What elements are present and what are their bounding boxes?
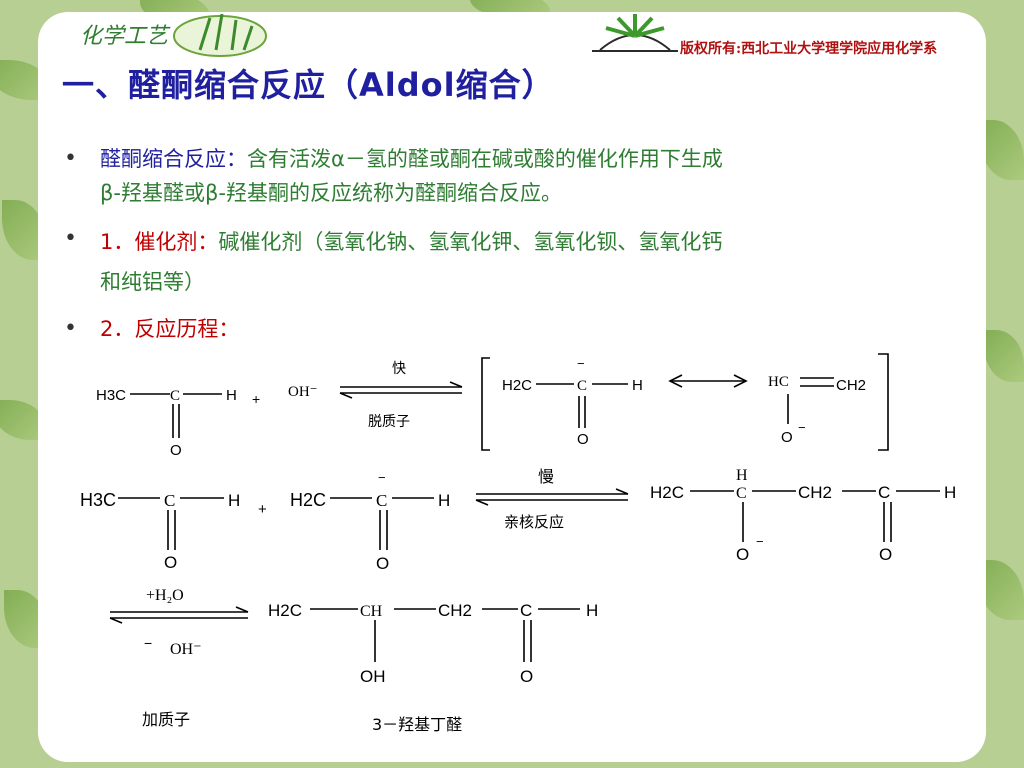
bullet-mechanism: 2．反应历程：: [100, 312, 239, 346]
product-oxygen: O: [520, 667, 533, 686]
catalyst-term: 催化剂：: [134, 230, 219, 254]
definition-line-2: β-羟基醛或β-羟基酮的反应统称为醛酮缩合反应。: [100, 181, 562, 205]
row2-enolate-ch2: H2C: [290, 490, 326, 510]
label-water: +H₂O: [146, 587, 184, 604]
product-carbonyl-c: C: [520, 601, 532, 620]
intermediate-oxide: O: [736, 545, 749, 564]
row2-carbon: C: [164, 491, 175, 510]
enolate-ch2: H2C: [502, 377, 532, 394]
label-deprotonation: 脱质子: [368, 414, 410, 430]
intermediate-oxide-charge: −: [756, 534, 764, 549]
intermediate-ch2: H2C: [650, 483, 684, 502]
bullet-marker: •: [64, 226, 77, 251]
intermediate-ch2-mid: CH2: [798, 483, 832, 502]
enolate-oxide-charge: −: [798, 420, 806, 435]
row2-enolate-oxygen: O: [376, 554, 389, 573]
row2-h: H: [228, 491, 240, 510]
definition-term: 醛酮缩合反应：: [100, 147, 247, 171]
reactant-carbonyl-carbon: C: [170, 388, 180, 404]
product-ch2-mid: CH2: [438, 601, 472, 620]
intermediate-carbonyl-c: C: [878, 483, 890, 502]
bullet-marker: •: [64, 316, 77, 341]
enolate-oxide: O: [781, 429, 793, 446]
row2-oxygen: O: [164, 553, 177, 572]
bullet-definition: 醛酮缩合反应：含有活泼α－氢的醛或酮在碱或酸的催化作用下生成 β-羟基醛或β-羟…: [100, 142, 980, 210]
row2-enolate-charge: −: [378, 470, 386, 485]
logo-left: 化学工艺: [80, 24, 169, 49]
mechanism-number: 2．: [100, 317, 135, 341]
logo-left-plant-icon: [173, 13, 267, 57]
catalyst-number: 1．: [100, 230, 135, 254]
enolate-h: H: [632, 377, 643, 394]
reactant-oxygen: O: [170, 442, 182, 459]
enolate-hc: HC: [768, 374, 789, 390]
catalyst-line-1: 碱催化剂（氢氧化钠、氢氧化钾、氢氧化钡、氢氧化钙: [218, 230, 723, 254]
label-hydroxide: OH⁻: [170, 641, 202, 658]
bullet-marker: •: [64, 146, 77, 171]
product-ch2: H2C: [268, 601, 302, 620]
reactant-methyl: H3C: [96, 387, 126, 404]
intermediate-carbon: C: [736, 485, 747, 502]
label-fast: 快: [392, 361, 406, 377]
enolate-carbon: C: [577, 378, 587, 394]
catalyst-line-2: 和纯铝等）: [100, 270, 205, 294]
reactant-aldehyde-h: H: [226, 387, 237, 404]
intermediate-h: H: [944, 483, 956, 502]
product-h: H: [586, 601, 598, 620]
label-protonation: 加质子: [142, 710, 190, 729]
row2-plus: +: [258, 501, 267, 518]
enolate-oxygen: O: [577, 431, 589, 448]
mechanism-term: 反应历程：: [134, 317, 240, 341]
label-nucleophilic: 亲核反应: [504, 513, 564, 531]
row2-methyl: H3C: [80, 490, 116, 510]
intermediate-carbonyl-o: O: [879, 545, 892, 564]
plus-sign: +: [252, 391, 260, 407]
enolate-charge: −: [577, 356, 585, 371]
row2-enolate-carbon: C: [376, 491, 387, 510]
product-ch: CH: [360, 603, 383, 620]
enolate-ch2-right: CH2: [836, 377, 866, 394]
label-slow: 慢: [538, 467, 554, 486]
intermediate-top-h: H: [736, 467, 748, 484]
bullet-catalyst: 1．催化剂：碱催化剂（氢氧化钠、氢氧化钾、氢氧化钡、氢氧化钙 和纯铝等）: [100, 222, 980, 302]
sunrise-logo-icon: [592, 14, 678, 52]
page-title: 一、醛酮缩合反应（Aldol缩合）: [62, 66, 555, 104]
product-name: 3－羟基丁醛: [372, 715, 462, 734]
definition-line-1: 含有活泼α－氢的醛或酮在碱或酸的催化作用下生成: [247, 147, 723, 171]
product-hydroxyl: OH: [360, 667, 386, 686]
row2-enolate-h: H: [438, 491, 450, 510]
copyright-banner: 版权所有:西北工业大学理学院应用化学系: [680, 41, 938, 57]
label-minus: −: [144, 635, 152, 651]
slide-card: [38, 12, 986, 762]
hydroxide-ion: OH⁻: [288, 384, 318, 400]
